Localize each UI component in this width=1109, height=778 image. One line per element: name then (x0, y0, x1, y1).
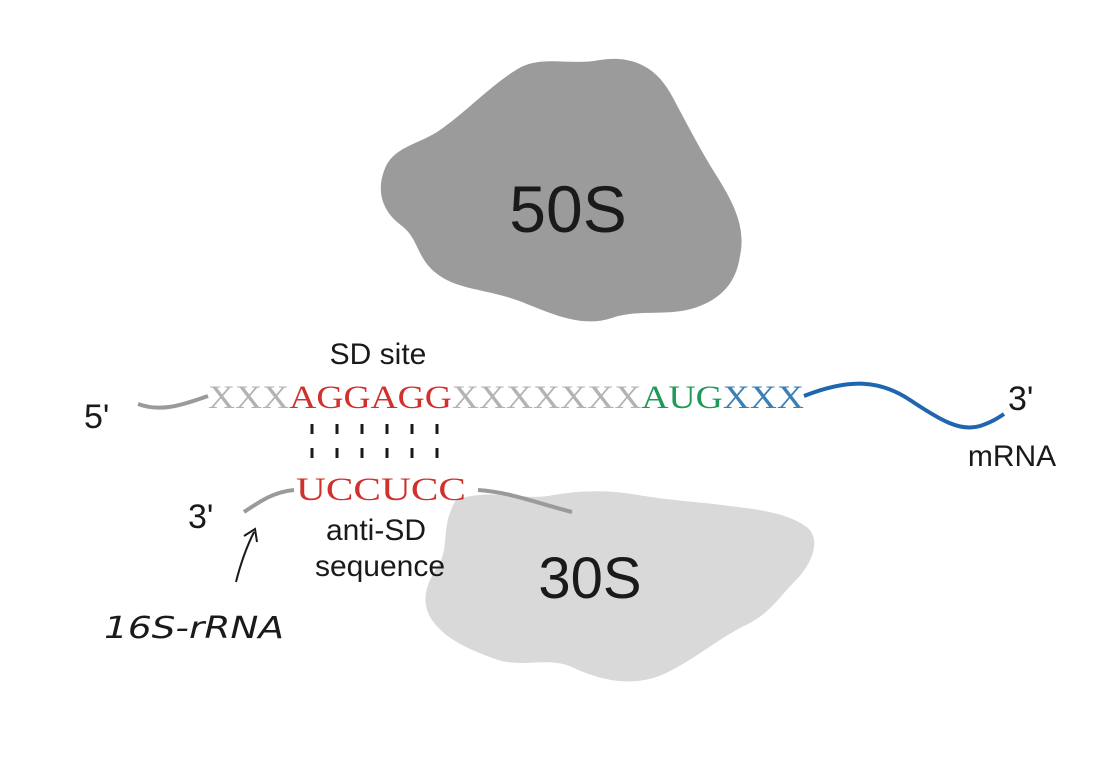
start-codon-seq: AUG (641, 380, 722, 416)
annotation-arrow-icon (235, 527, 258, 583)
mrna-five-prime-label: 5' (84, 398, 109, 436)
mrna-5-prime-tail (137, 394, 209, 410)
anti-sd-label-line1: anti-SD (326, 514, 426, 547)
mrna-three-prime-label: 3' (1008, 380, 1033, 418)
rrna-3-prime-tail (242, 488, 295, 514)
mrna-leader-seq: XXX (208, 380, 289, 416)
large-subunit-shape (380, 58, 742, 322)
rrna-three-prime-label: 3' (188, 498, 213, 536)
shine-dalgarno-seq: AGGAGG (289, 380, 452, 416)
base-pairing-lines (310, 424, 439, 458)
mrna-spacer-seq: XXXXXXX (452, 380, 642, 416)
anti-sd-label-line2: sequence (315, 550, 445, 583)
large-subunit-label: 50S (509, 172, 626, 246)
rrna-tail-to-30s (477, 488, 573, 514)
small-subunit-shape (425, 491, 815, 682)
mrna-label: mRNA (968, 440, 1056, 473)
mrna-3-prime-tail (803, 381, 1006, 430)
sd-site-label: SD site (330, 338, 427, 371)
handwritten-annotation: 16S-rRNA (104, 611, 284, 646)
small-subunit-label: 30S (538, 546, 641, 611)
mrna-coding-seq: XXX (723, 380, 804, 416)
anti-sd-sequence: UCCUCC (296, 472, 466, 508)
